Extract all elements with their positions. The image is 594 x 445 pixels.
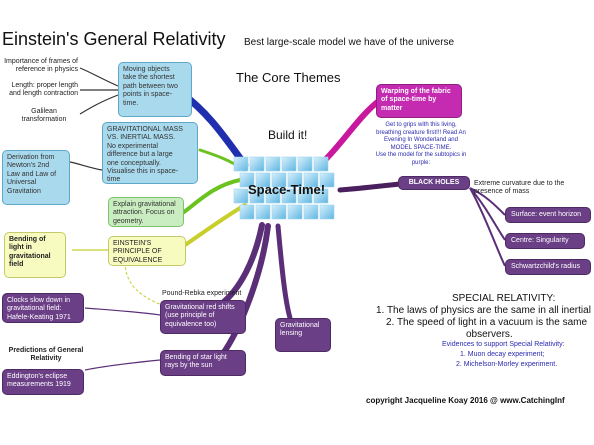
pound-rebka-label: Pound-Rebka experiment (162, 290, 242, 297)
eddington-box[interactable]: Eddington's eclipse measurements 1919 (2, 369, 84, 395)
center-label: Space-Time! (248, 182, 326, 197)
space-time-node[interactable]: Space-Time! (232, 155, 342, 227)
black-holes-box[interactable]: BLACK HOLES (398, 176, 470, 190)
special-line1: 1. The laws of physics are the same in a… (376, 305, 591, 316)
bending-box[interactable]: Bending of light in gravitational field (4, 232, 66, 278)
cube-grid-icon (233, 156, 335, 220)
grav-mass-box[interactable]: GRAVITATIONAL MASS VS. INERTIAL MASS. No… (102, 122, 198, 184)
copyright: copyright Jacqueline Koay 2016 @ www.Cat… (366, 396, 565, 405)
evidence-1: 1. Muon decay experiment; (460, 351, 545, 358)
moving-objects-box[interactable]: Moving objects take the shortest path be… (118, 62, 192, 117)
length-note: Length: proper length and length contrac… (9, 82, 78, 98)
predictions-heading: Predictions of General Relativity (8, 347, 84, 363)
evidence-2: 2. Michelson-Morley experiment. (456, 361, 558, 368)
warping-box[interactable]: Warping of the fabric of space-time by m… (376, 84, 462, 118)
special-heading: SPECIAL RELATIVITY: (452, 293, 556, 304)
build-it-label: Build it! (268, 128, 308, 142)
core-themes-heading: The Core Themes (236, 70, 341, 85)
lensing-box[interactable]: Gravitational lensing (275, 318, 331, 352)
black-holes-note: Extreme curvature due to the presence of… (474, 180, 565, 196)
explain-box[interactable]: Explain gravitational attraction. Focus … (108, 197, 184, 227)
centre-box[interactable]: Centre: Singularity (505, 233, 585, 249)
galilean-note: Galilean transformation (21, 108, 67, 124)
principle-box[interactable]: EINSTEIN'S PRINCIPLE OF EQUIVALENCE (108, 236, 186, 266)
page-subtitle: Best large-scale model we have of the un… (244, 37, 455, 48)
evidence-heading: Evidences to support Special Relativity: (442, 341, 565, 348)
special-line2: 2. The speed of light in a vacuum is the… (386, 317, 588, 328)
star-light-box[interactable]: Bending of star light rays by the sun (160, 350, 246, 376)
event-horizon-box[interactable]: Surface: event horizon (505, 207, 591, 223)
clocks-box[interactable]: Clocks slow down in gravitational field:… (2, 293, 84, 323)
grip-note: Get to grips with this living, breathing… (375, 122, 467, 166)
derivation-box[interactable]: Derivation from Newton's 2nd Law and Law… (2, 150, 70, 205)
special-line3: observers. (466, 329, 513, 340)
page-title: Einstein's General Relativity (2, 29, 226, 49)
frames-note: Importance of frames of reference in phy… (4, 58, 78, 74)
red-shifts-box[interactable]: Gravitational red shifts (use principle … (160, 300, 246, 334)
schwarzschild-box[interactable]: Schwartzchild's radius (505, 259, 591, 275)
